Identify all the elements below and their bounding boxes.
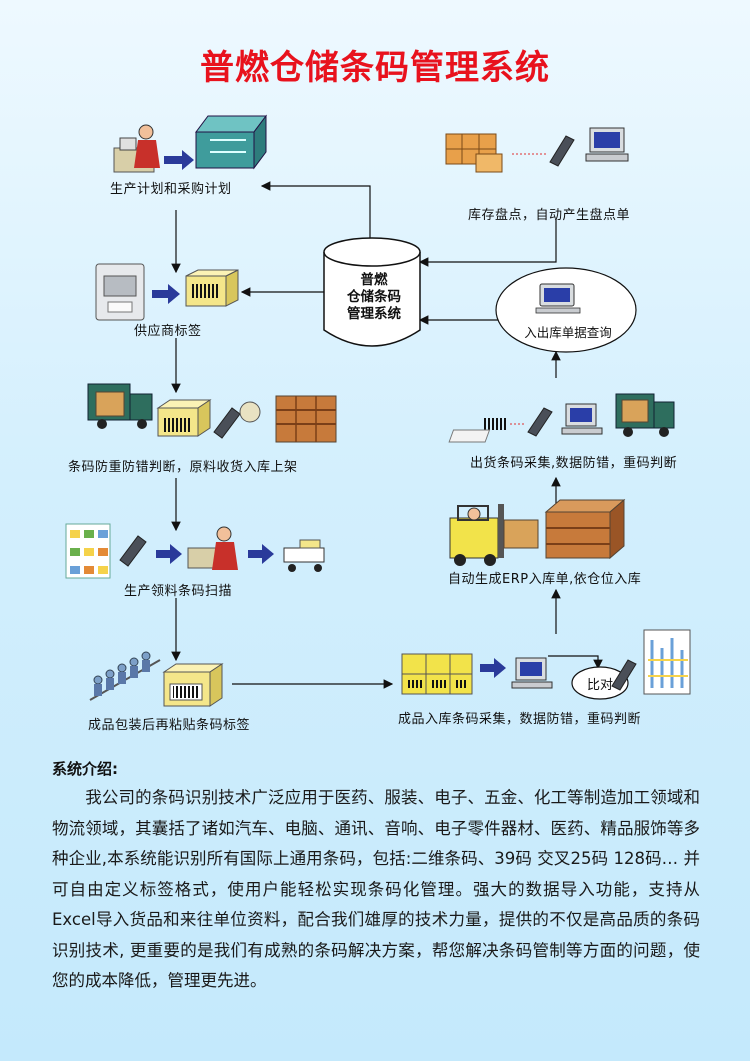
caption-ship-out: 出货条码采集,数据防错，重码判断 bbox=[470, 456, 678, 471]
packing-illustration bbox=[89, 651, 224, 707]
planner-illustration bbox=[113, 114, 267, 173]
caption-product-in: 成品入库条码采集，数据防错，重码判断 bbox=[398, 712, 642, 727]
forklift-illustration bbox=[449, 498, 626, 566]
inventory-illustration bbox=[445, 127, 629, 173]
compare-bubble bbox=[571, 666, 629, 700]
receiving-illustration bbox=[87, 383, 337, 443]
caption-packing: 成品包装后再粘贴条码标签 bbox=[88, 718, 251, 733]
caption-receive: 条码防重防错判断，原料收货入库上架 bbox=[68, 460, 298, 475]
caption-auto-erp: 自动生成ERP入库单,依仓位入库 bbox=[448, 572, 642, 587]
intro-body: 我公司的条码识别技术广泛应用于医药、服装、电子、五金、化工等制造加工领域和物流领… bbox=[52, 788, 700, 990]
database-label-line3: 管理系统 bbox=[347, 306, 401, 322]
product-in-illustration bbox=[401, 629, 691, 695]
ship-out-illustration bbox=[448, 393, 675, 443]
caption-production-scan: 生产领料条码扫描 bbox=[124, 584, 233, 599]
caption-plan: 生产计划和采购计划 bbox=[110, 182, 232, 197]
caption-compare: 比对 bbox=[586, 678, 613, 693]
database-label-line1: 普燃 bbox=[360, 272, 388, 288]
caption-query: 入出库单据查询 bbox=[524, 325, 612, 340]
query-bubble bbox=[495, 267, 637, 353]
caption-supplier-label: 供应商标签 bbox=[134, 324, 202, 339]
connector-lines bbox=[171, 181, 603, 689]
intro-heading: 系统介绍: bbox=[52, 760, 118, 778]
page-title: 普燃仓储条码管理系统 bbox=[200, 48, 550, 88]
database-label: 普燃 仓储条码 管理系统 bbox=[324, 272, 424, 323]
database-label-line2: 仓储条码 bbox=[347, 289, 401, 305]
caption-inventory: 库存盘点，自动产生盘点单 bbox=[468, 208, 631, 223]
label-printer-illustration bbox=[95, 263, 239, 321]
production-scan-illustration bbox=[65, 523, 325, 579]
database-cylinder bbox=[323, 237, 421, 347]
